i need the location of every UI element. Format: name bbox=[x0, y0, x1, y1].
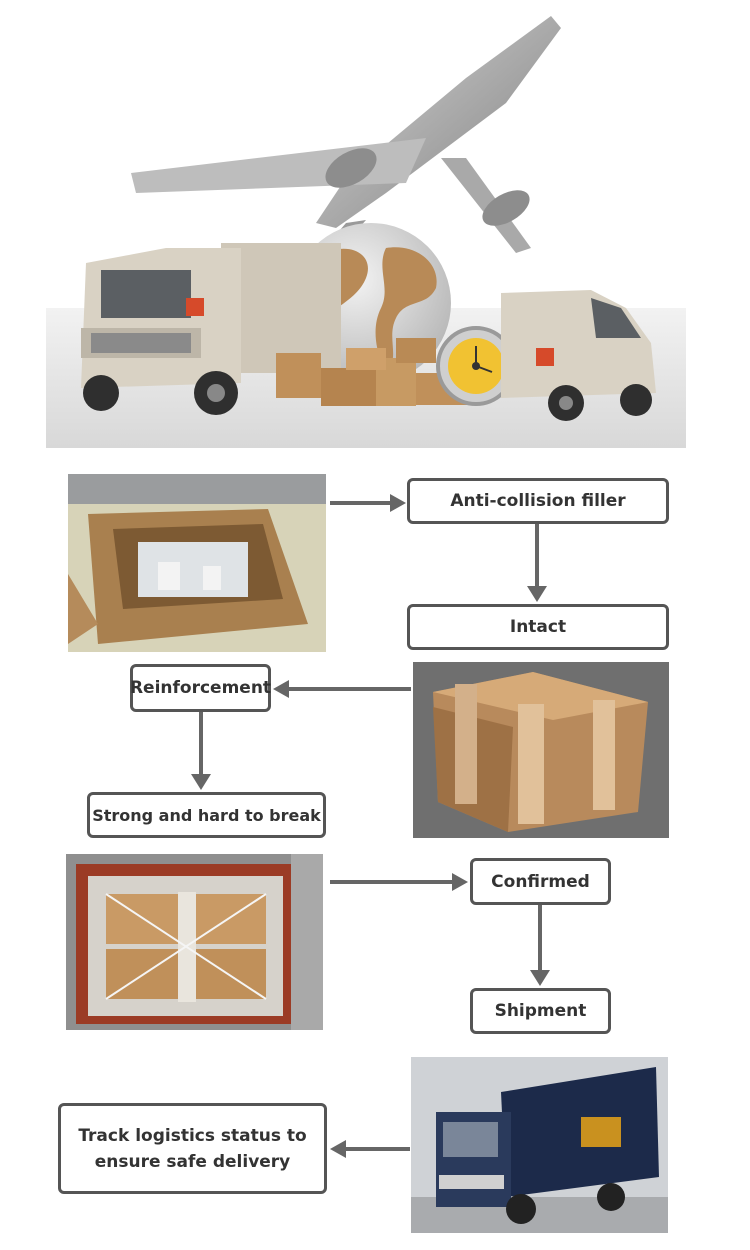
step-label: Intact bbox=[509, 617, 567, 637]
packing-box-photo bbox=[68, 474, 326, 652]
logistics-hero-illustration bbox=[46, 16, 686, 448]
step-shipment: Shipment bbox=[470, 988, 611, 1034]
step-label: Confirmed bbox=[491, 871, 590, 892]
box-truck bbox=[81, 243, 341, 415]
step-track-logistics: Track logistics status to ensure safe de… bbox=[58, 1103, 327, 1194]
step-label-line2: ensure safe delivery bbox=[94, 1151, 291, 1172]
step-intact: Intact bbox=[407, 604, 669, 650]
navy-truck-photo bbox=[411, 1057, 668, 1233]
step-reinforcement: Reinforcement bbox=[130, 664, 271, 712]
wooden-crate-photo bbox=[413, 662, 669, 838]
step-confirmed: Confirmed bbox=[470, 858, 611, 905]
step-label-line1: Track logistics status to bbox=[78, 1125, 307, 1146]
step-label: Shipment bbox=[494, 1001, 587, 1021]
delivery-van bbox=[501, 290, 656, 421]
stopwatch bbox=[436, 326, 516, 406]
step-anti-collision-filler: Anti-collision filler bbox=[407, 478, 669, 524]
step-label: Strong and hard to break bbox=[92, 805, 321, 825]
container-loading-photo bbox=[66, 854, 323, 1030]
step-strong-hard-to-break: Strong and hard to break bbox=[87, 792, 326, 838]
step-label: Reinforcement bbox=[129, 678, 272, 698]
step-label: Anti-collision filler bbox=[450, 491, 626, 511]
